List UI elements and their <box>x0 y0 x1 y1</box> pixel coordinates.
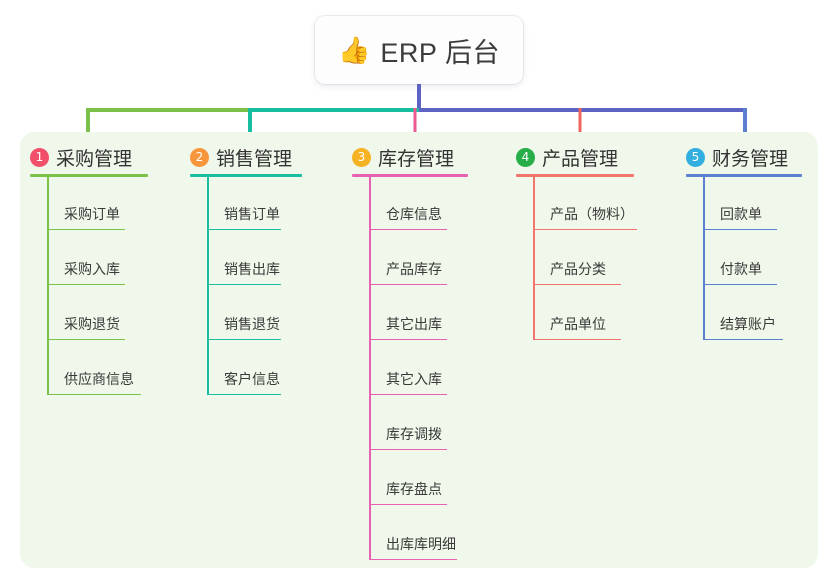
leaf-item-rule <box>47 393 141 395</box>
branch-spine <box>369 177 371 560</box>
leaf-item-rule <box>703 228 777 230</box>
leaf-item-label: 采购入库 <box>64 261 120 277</box>
branch-index-badge: 3 <box>352 148 371 167</box>
leaf-item[interactable]: 供应商信息 <box>30 361 180 395</box>
leaf-item[interactable]: 回款单 <box>686 196 816 230</box>
leaf-item-label: 销售出库 <box>224 261 280 277</box>
leaf-item-rule <box>703 338 783 340</box>
leaf-item-label: 仓库信息 <box>386 206 442 222</box>
leaf-item-label: 销售订单 <box>224 206 280 222</box>
branch-title: 采购管理 <box>56 149 133 170</box>
branch-header-5[interactable]: 5 财务管理 <box>686 144 788 171</box>
branch-index-badge: 2 <box>190 148 209 167</box>
leaf-item-label: 产品分类 <box>550 261 606 277</box>
branch-spine <box>533 177 535 340</box>
branch-spine <box>47 177 49 395</box>
leaf-item[interactable]: 采购退货 <box>30 306 180 340</box>
branch-index-badge: 1 <box>30 148 49 167</box>
leaf-item-rule <box>533 228 637 230</box>
branch-index-badge: 4 <box>516 148 535 167</box>
leaf-item[interactable]: 仓库信息 <box>352 196 502 230</box>
leaf-item-label: 采购订单 <box>64 206 120 222</box>
branch-header-rule <box>686 174 802 177</box>
root-node-title: ERP 后台 <box>380 37 500 68</box>
branch-index-badge: 5 <box>686 148 705 167</box>
leaf-item-label: 产品库存 <box>386 261 442 277</box>
branch-header-3[interactable]: 3 库存管理 <box>352 144 454 171</box>
leaf-item[interactable]: 结算账户 <box>686 306 816 340</box>
leaf-item[interactable]: 付款单 <box>686 251 816 285</box>
branch-title: 库存管理 <box>378 149 455 170</box>
leaf-item-rule <box>207 338 281 340</box>
branch-header-rule <box>352 174 468 177</box>
leaf-item-rule <box>369 393 447 395</box>
leaf-item[interactable]: 销售出库 <box>190 251 340 285</box>
leaf-item-label: 回款单 <box>720 206 762 222</box>
branch-title: 销售管理 <box>216 149 293 170</box>
root-node-erp-backend[interactable]: 👍 ERP 后台 <box>315 16 523 84</box>
leaf-item-rule <box>207 228 281 230</box>
branch-header-1[interactable]: 1 采购管理 <box>30 144 132 171</box>
branch-header-rule <box>190 174 302 177</box>
leaf-item-label: 采购退货 <box>64 316 120 332</box>
leaf-item-rule <box>207 283 281 285</box>
leaf-item-rule <box>369 283 447 285</box>
leaf-item[interactable]: 产品单位 <box>516 306 676 340</box>
leaf-item[interactable]: 其它入库 <box>352 361 502 395</box>
leaf-item-rule <box>533 338 621 340</box>
leaf-item-rule <box>369 228 447 230</box>
leaf-item-label: 库存调拨 <box>386 426 442 442</box>
leaf-item-rule <box>47 228 125 230</box>
leaf-item-rule <box>703 283 777 285</box>
leaf-item[interactable]: 产品库存 <box>352 251 502 285</box>
thumbs-up-emoji: 👍 <box>338 35 371 65</box>
leaf-item-rule <box>207 393 281 395</box>
leaf-item[interactable]: 库存调拨 <box>352 416 502 450</box>
branch-header-2[interactable]: 2 销售管理 <box>190 144 292 171</box>
leaf-item[interactable]: 库存盘点 <box>352 471 502 505</box>
leaf-item[interactable]: 产品分类 <box>516 251 676 285</box>
leaf-item-rule <box>47 338 125 340</box>
leaf-item-rule <box>369 503 447 505</box>
branches-panel <box>20 132 818 568</box>
branch-header-rule <box>30 174 148 177</box>
leaf-item[interactable]: 客户信息 <box>190 361 340 395</box>
leaf-item-label: 其它入库 <box>386 371 442 387</box>
branch-header-rule <box>516 174 634 177</box>
leaf-item-label: 出库库明细 <box>386 536 456 552</box>
leaf-item-label: 付款单 <box>720 261 762 277</box>
leaf-item-label: 其它出库 <box>386 316 442 332</box>
leaf-item[interactable]: 其它出库 <box>352 306 502 340</box>
leaf-item-rule <box>369 448 447 450</box>
leaf-item-label: 库存盘点 <box>386 481 442 497</box>
leaf-item-label: 产品（物料） <box>550 206 634 222</box>
branch-spine <box>207 177 209 395</box>
leaf-item-label: 客户信息 <box>224 371 280 387</box>
leaf-item[interactable]: 产品（物料） <box>516 196 676 230</box>
branch-spine <box>703 177 705 340</box>
leaf-item[interactable]: 采购订单 <box>30 196 180 230</box>
leaf-item-label: 供应商信息 <box>64 371 134 387</box>
leaf-item-rule <box>369 558 457 560</box>
branch-title: 财务管理 <box>712 149 789 170</box>
leaf-item[interactable]: 销售订单 <box>190 196 340 230</box>
leaf-item-rule <box>533 283 621 285</box>
leaf-item-rule <box>47 283 125 285</box>
leaf-item-label: 销售退货 <box>224 316 280 332</box>
leaf-item[interactable]: 采购入库 <box>30 251 180 285</box>
leaf-item[interactable]: 出库库明细 <box>352 526 502 560</box>
branch-header-4[interactable]: 4 产品管理 <box>516 144 618 171</box>
branch-title: 产品管理 <box>542 149 619 170</box>
leaf-item-label: 结算账户 <box>720 316 776 332</box>
leaf-item-rule <box>369 338 447 340</box>
leaf-item[interactable]: 销售退货 <box>190 306 340 340</box>
leaf-item-label: 产品单位 <box>550 316 606 332</box>
branch-columns: 1 采购管理采购订单采购入库采购退货供应商信息 2 销售管理销售订单销售出库销售退货客… <box>20 132 818 568</box>
